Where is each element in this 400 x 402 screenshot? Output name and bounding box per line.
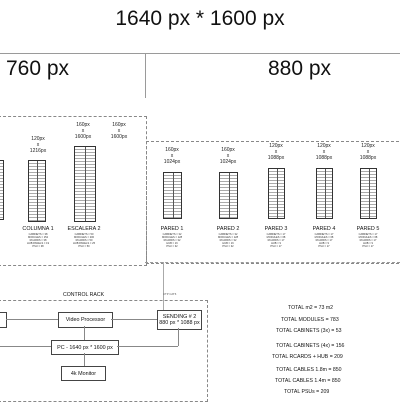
screen-panel-pared-1 <box>163 172 182 219</box>
pc-box: PC - 1640 px * 1600 px <box>51 340 119 355</box>
screen-name: PARED 4 <box>312 226 336 232</box>
section-divider-line <box>145 53 146 98</box>
screen-panel-columna-1 <box>28 160 46 222</box>
total-cabinets-4x: TOTAL CABINETS (4x) = 156 <box>276 343 345 349</box>
cut-off-screen-panel <box>0 160 4 220</box>
total-m2: TOTAL m2 = 73 m2 <box>288 305 334 311</box>
screen-name: ESCALERA 2 <box>67 226 101 232</box>
total-cables-18: TOTAL CABLES 1.8m = 850 <box>276 367 342 373</box>
rack-link-line <box>6 319 58 320</box>
top-divider-line <box>0 53 400 54</box>
control-rack-label: CONTROL RACK <box>63 292 105 298</box>
total-rcards-hub: TOTAL RCARDS + HUB = 209 <box>272 354 343 360</box>
screen-panel-pared-5 <box>360 168 377 219</box>
screen-name: PARED 5 <box>356 226 380 232</box>
screen-panel-pared-4 <box>316 168 333 219</box>
screen-name: PARED 1 <box>160 226 184 232</box>
total-cables-14: TOTAL CABLES 1.4m = 850 <box>275 378 341 384</box>
cut-off-device-box <box>0 312 7 328</box>
screen-panel-pared-2 <box>219 172 238 219</box>
right-screens-group <box>146 141 400 264</box>
screen-name: COLUMNA 1 <box>22 226 54 232</box>
left-width-label: 760 px <box>6 57 70 80</box>
pc-left-line <box>0 346 51 347</box>
screen-name: PARED 2 <box>216 226 240 232</box>
screen-panel-pared-3 <box>268 168 285 219</box>
pc-sending-line <box>178 328 179 346</box>
processor-sending-line <box>111 319 157 320</box>
processor-pc-line <box>84 326 85 340</box>
pc-monitor-line <box>84 353 85 366</box>
screen-feed-line <box>145 262 400 263</box>
monitor-box: 4k Monitor <box>61 366 106 381</box>
sending-feed-line <box>163 262 164 314</box>
screen-name: PARED 3 <box>264 226 288 232</box>
total-modules: TOTAL MODULES = 783 <box>281 317 339 323</box>
cable-tag: UTP CAT6 <box>163 292 177 296</box>
screen-panel-escalera-2 <box>74 146 96 222</box>
right-width-label: 880 px <box>268 57 332 80</box>
total-resolution-title: 1640 px * 1600 px <box>115 7 285 30</box>
total-cabinets-3x: TOTAL CABINETS (3x) = 53 <box>276 328 342 334</box>
pc-right-line <box>117 346 178 347</box>
total-psus: TOTAL PSUs = 209 <box>284 389 330 395</box>
video-processor-box: Video Processor <box>58 312 113 328</box>
